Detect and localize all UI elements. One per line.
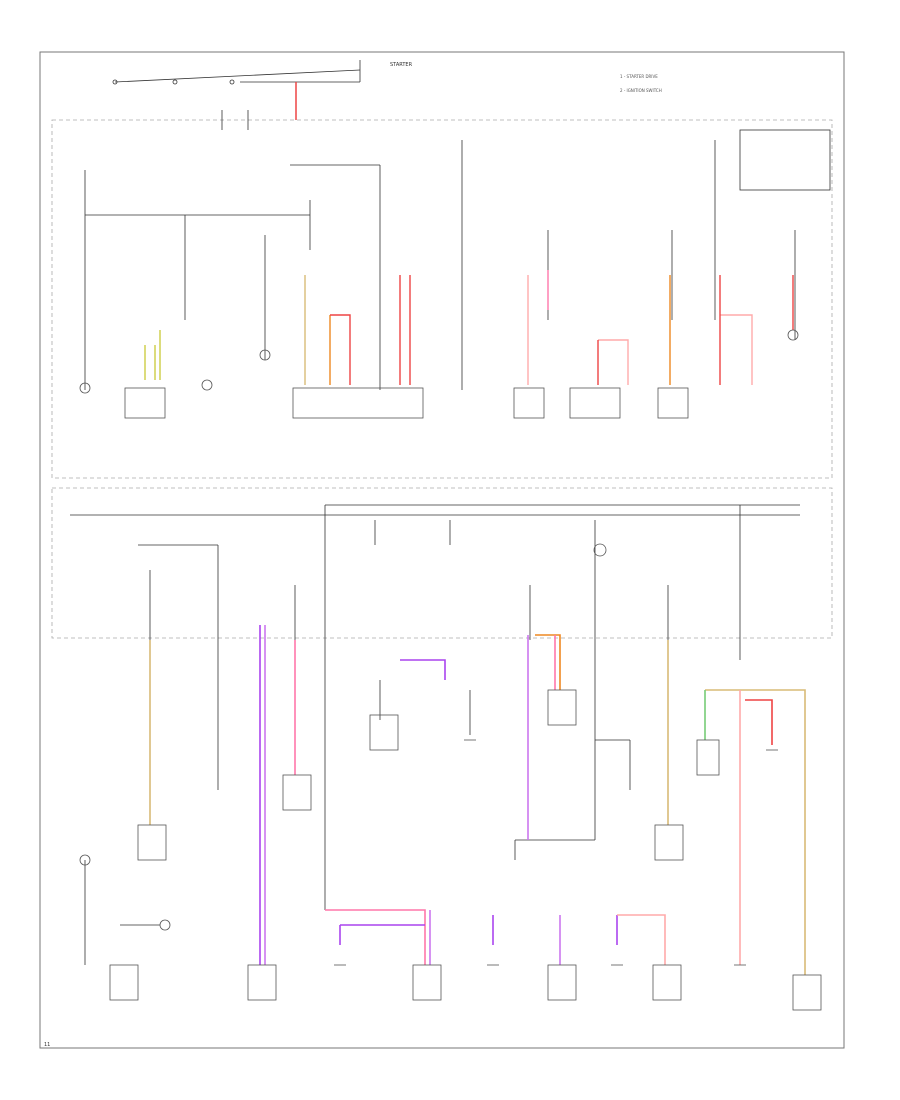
upper-colored-wires [144,270,794,385]
legend-item-1: 1 - STARTER DRIVE [620,74,658,79]
upper-buses [84,140,796,390]
header-wiring [112,60,831,191]
starter-label: STARTER [390,62,413,68]
ground-symbols [334,739,778,966]
lower-module-boundary [51,487,833,639]
diagram-frame [39,51,845,1049]
upper-module-boundary [51,119,833,479]
legend-item-2: 2 - IGNITION SWITCH [620,88,662,93]
upper-components [79,329,799,419]
lower-colored-wires [149,625,806,975]
page-reference: 11 [44,1042,50,1048]
lower-components [79,543,822,1011]
lower-buses [70,504,800,965]
